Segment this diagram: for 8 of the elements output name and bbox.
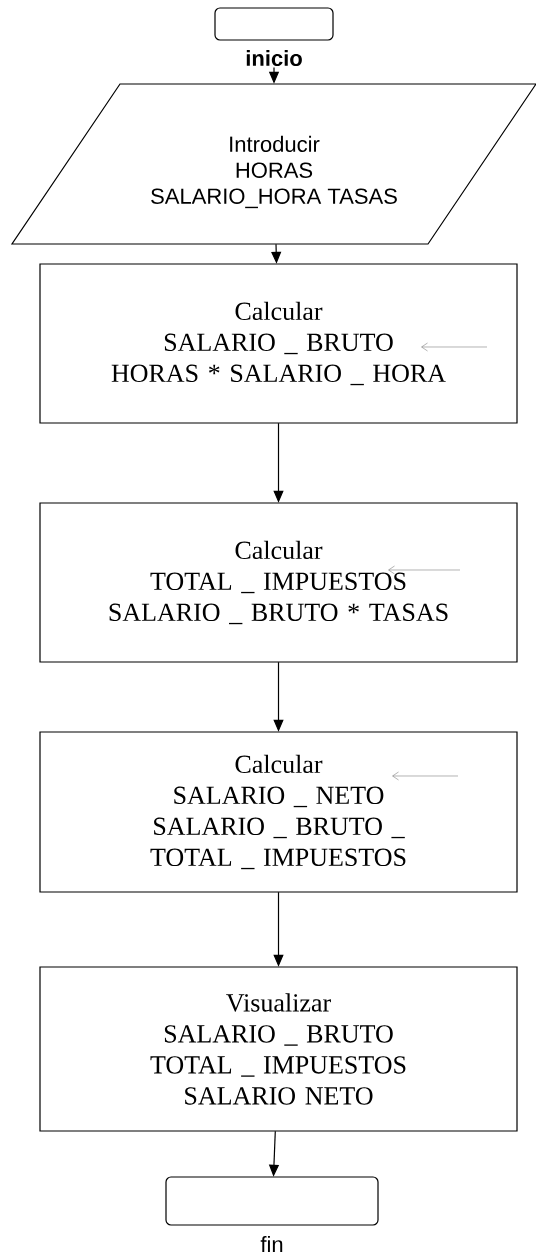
terminal-box: inicio bbox=[214, 7, 334, 67]
node-label: inicio bbox=[246, 49, 302, 67]
output-box: Visualizar SALARIO _ BRUTO TOTAL _ IMPUESTOS SALARIO NETO bbox=[39, 966, 518, 1132]
process-box: Calcular SALARIO _ NETO SALARIO _ BRUTO _ TOTAL _ IMPUESTOS bbox=[39, 731, 518, 893]
terminal-box: fin bbox=[165, 1176, 379, 1252]
node-label: fin bbox=[260, 1236, 283, 1252]
process-box: Calcular TOTAL _ IMPUESTOS SALARIO _ BRUTO * TASAS bbox=[39, 502, 518, 663]
process-box: Calcular SALARIO _ BRUTO HORAS * SALARIO _ HORA bbox=[39, 263, 518, 424]
